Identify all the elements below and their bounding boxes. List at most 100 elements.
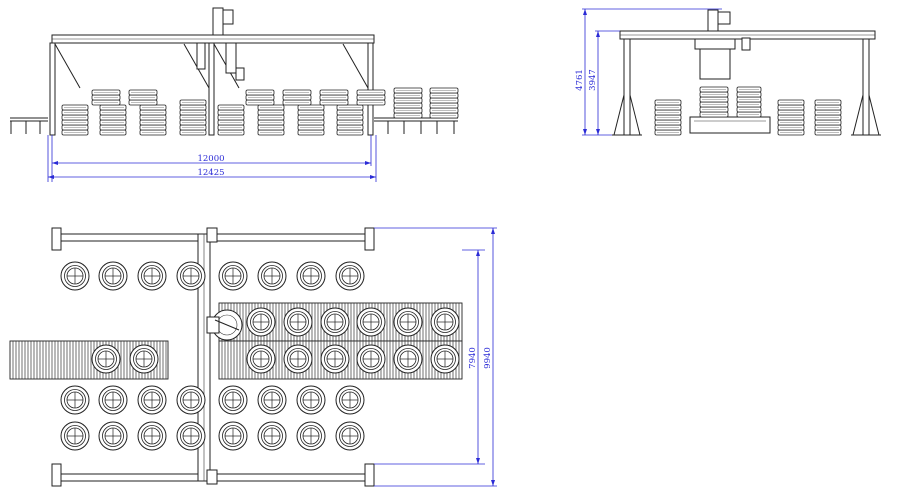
side-trolley-drive [707, 9, 719, 32]
plan-view: 7940 9940 [9, 227, 497, 487]
bridge-end-truck [206, 227, 218, 243]
side-conveyor-base [689, 116, 771, 134]
front-outfeed-conveyor [374, 117, 458, 134]
tire-top-view [393, 307, 423, 337]
motor-housing [222, 9, 234, 25]
tire-stack [245, 89, 275, 106]
tire-top-view [257, 385, 287, 415]
brace [54, 43, 81, 89]
tire-top-view [296, 261, 326, 291]
tire-top-view [176, 421, 206, 451]
tire-top-view [296, 421, 326, 451]
side-lift-frame [699, 48, 731, 80]
tire-stack [139, 104, 167, 136]
gantry-column-right [367, 42, 374, 136]
rail-end-block [364, 463, 375, 487]
tire-top-view [176, 385, 206, 415]
tire-stack [736, 86, 762, 118]
front-elevation-view: 12000 12425 [10, 7, 459, 182]
tire-stack [217, 104, 245, 136]
side-total-height-label: 4761 [575, 69, 585, 91]
tire-stack [99, 104, 127, 136]
gantry-column-middle [208, 42, 215, 136]
tire-top-view [335, 421, 365, 451]
tire-top-view [137, 261, 167, 291]
tire-top-view [218, 385, 248, 415]
tire-top-view [218, 261, 248, 291]
tire-top-view [283, 307, 313, 337]
plan-conveyor-length-label: 7940 [468, 347, 478, 369]
side-motor [717, 11, 731, 25]
tire-top-view [98, 385, 128, 415]
side-beam-height-label: 3947 [588, 69, 598, 91]
side-leg-brace [852, 94, 864, 136]
tire-top-view [98, 421, 128, 451]
gripper-mast [196, 42, 206, 70]
tire-top-view [296, 385, 326, 415]
plan-total-length-label: 9940 [483, 347, 493, 369]
tire-top-view [430, 307, 460, 337]
tire-top-view [218, 421, 248, 451]
tire-top-view [393, 344, 423, 374]
plan-tire-grid [60, 261, 460, 451]
plan-gripper [206, 309, 243, 341]
side-dimension-lines [582, 8, 722, 136]
tire-top-view [176, 261, 206, 291]
front-tire-stacks [61, 87, 459, 136]
tire-top-view [257, 421, 287, 451]
side-carriage [694, 38, 736, 50]
side-elevation-view: 4761 3947 [575, 8, 881, 136]
tire-top-view [137, 421, 167, 451]
front-dimension-lines [47, 135, 377, 182]
tire-stack [319, 89, 349, 106]
tire-top-view [246, 307, 276, 337]
tire-top-view [91, 344, 121, 374]
front-outer-width-label: 12425 [197, 168, 224, 178]
tire-stack [61, 104, 89, 136]
rail-end-block [364, 227, 375, 251]
tire-stack [297, 104, 325, 136]
tire-stack [814, 99, 842, 136]
tire-top-view [320, 344, 350, 374]
tire-stack [356, 89, 386, 106]
tire-stack [393, 87, 423, 119]
trolley-drive [212, 7, 224, 36]
tire-stack [699, 86, 729, 118]
tire-top-view [246, 344, 276, 374]
tire-stack [91, 89, 121, 106]
brace [342, 43, 369, 89]
tire-top-view [98, 261, 128, 291]
tire-top-view [60, 421, 90, 451]
gantry-column-left [49, 42, 56, 136]
side-leg-brace [613, 94, 625, 136]
tire-stack [777, 99, 805, 136]
rail-end-block [51, 227, 62, 251]
side-leg-brace [629, 94, 641, 136]
tire-stack [179, 99, 207, 136]
tire-stack [336, 104, 364, 136]
tire-top-view [129, 344, 159, 374]
plan-dimension-lines [374, 227, 497, 487]
tire-stack [257, 104, 285, 136]
tire-stack [654, 99, 682, 136]
side-leg-brace [868, 94, 880, 136]
bridge-end-truck [206, 469, 218, 485]
tire-top-view [320, 307, 350, 337]
front-infeed-conveyor [10, 117, 48, 134]
rail-end-block [51, 463, 62, 487]
gripper-head [235, 67, 245, 81]
tire-top-view [335, 385, 365, 415]
tire-top-view [335, 261, 365, 291]
tire-stack [429, 87, 459, 119]
tire-stack [128, 89, 158, 106]
tire-top-view [257, 261, 287, 291]
tire-top-view [60, 261, 90, 291]
tire-top-view [60, 385, 90, 415]
side-column-left [623, 38, 631, 136]
front-inner-width-label: 12000 [197, 154, 224, 164]
tire-top-view [356, 344, 386, 374]
tire-top-view [283, 344, 313, 374]
tire-top-view [137, 385, 167, 415]
tire-stack [282, 89, 312, 106]
